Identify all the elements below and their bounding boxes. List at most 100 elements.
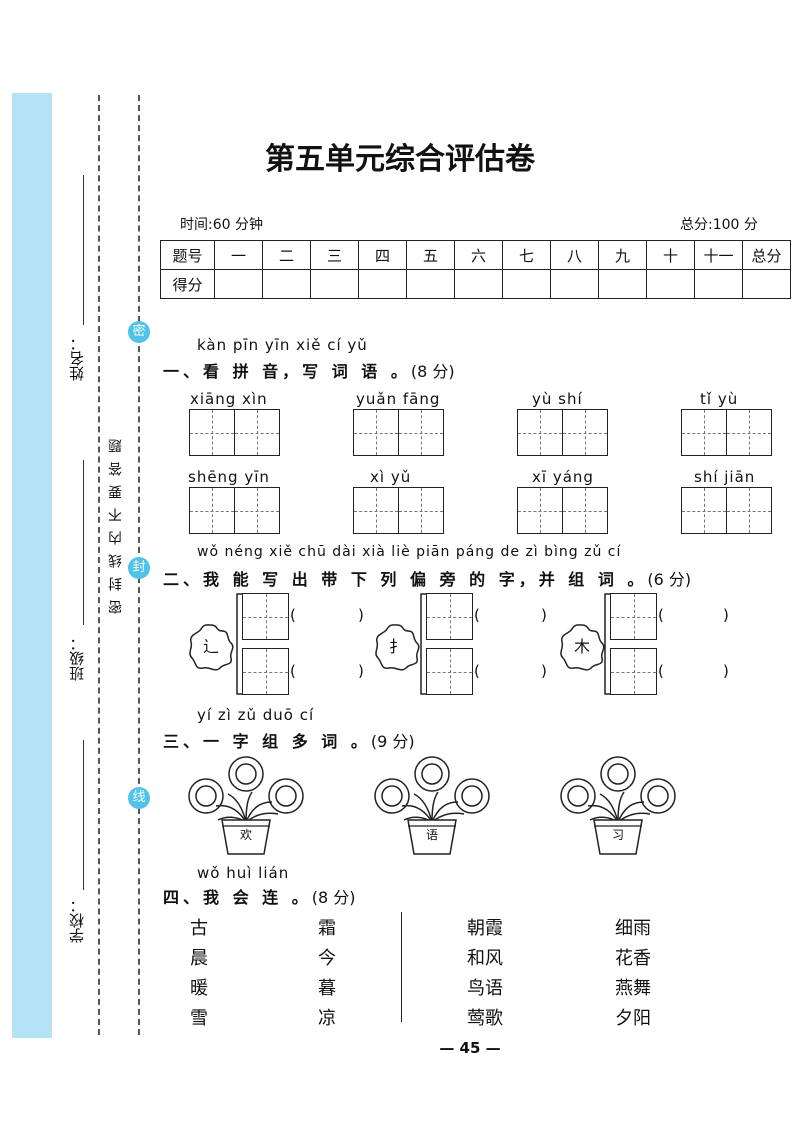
q1-item-pinyin: yuǎn fāng [356, 390, 441, 408]
match-word[interactable]: 晨 [190, 948, 208, 969]
match-word[interactable]: 燕舞 [615, 978, 651, 999]
match-word[interactable]: 暮 [318, 978, 336, 999]
score-input-cell[interactable] [742, 269, 791, 299]
writing-grid[interactable] [681, 409, 772, 456]
score-input-cell[interactable] [598, 269, 647, 299]
match-word[interactable]: 暖 [190, 978, 208, 999]
score-input-cell[interactable] [502, 269, 551, 299]
match-word[interactable]: 夕阳 [615, 1008, 651, 1029]
page-title: 第五单元综合评估卷 [265, 142, 535, 177]
match-word[interactable]: 雪 [190, 1008, 208, 1029]
q4-points: (8 分) [311, 888, 356, 907]
match-word[interactable]: 莺歌 [467, 1008, 503, 1029]
q2-points: (6 分) [647, 570, 692, 589]
name-line [83, 175, 84, 325]
score-header-cell: 六 [454, 240, 503, 270]
brace-icon [236, 593, 243, 695]
writing-grid[interactable] [353, 487, 444, 534]
writing-grid[interactable] [610, 648, 657, 695]
q3-points: (9 分) [370, 732, 415, 751]
writing-grid[interactable] [426, 593, 473, 640]
q1-pinyin: kàn pīn yīn xiě cí yǔ [197, 336, 368, 354]
writing-grid[interactable] [242, 648, 289, 695]
pot-character: 习 [611, 828, 624, 842]
writing-grid[interactable] [242, 593, 289, 640]
writing-grid[interactable] [517, 409, 608, 456]
writing-grid[interactable] [189, 487, 280, 534]
q3-title-text: 三、一 字 组 多 词 。 [163, 732, 371, 751]
score-header-cell: 八 [550, 240, 599, 270]
score-table-header-row: 题号 一 二 三 四 五 六 七 八 九 十 十一 总分 [160, 240, 791, 270]
score-input-cell[interactable] [454, 269, 503, 299]
q2-title: 二、我 能 写 出 带 下 列 偏 旁 的 字，并 组 词 。(6 分) [163, 566, 691, 590]
score-input-cell[interactable] [646, 269, 695, 299]
q1-points: (8 分) [410, 362, 455, 381]
writing-grid[interactable] [353, 409, 444, 456]
score-header-cell: 七 [502, 240, 551, 270]
class-line [83, 460, 84, 625]
writing-grid[interactable] [426, 648, 473, 695]
q1-title: 一、看 拼 音，写 词 语 。(8 分) [163, 358, 455, 382]
writing-grid[interactable] [517, 487, 608, 534]
q3-title: 三、一 字 组 多 词 。(9 分) [163, 728, 415, 752]
radical-badge [189, 624, 234, 671]
flower-pot-illustration [560, 756, 676, 855]
q3-pinyin: yí zì zǔ duō cí [197, 706, 315, 724]
q4-pinyin: wǒ huì lián [197, 864, 290, 882]
name-label: 姓名： [68, 336, 86, 381]
radical-text: 木 [573, 637, 590, 656]
seal-mark-bottom: 线 [128, 787, 150, 809]
writing-grid[interactable] [681, 487, 772, 534]
school-label: 学校： [68, 898, 86, 943]
answer-paren-close: ) [723, 662, 729, 680]
writing-grid[interactable] [610, 593, 657, 640]
match-word[interactable]: 鸟语 [467, 978, 503, 999]
seal-mark-top: 密 [128, 321, 150, 343]
score-header-cell: 十一 [694, 240, 743, 270]
score-input-cell[interactable] [310, 269, 359, 299]
match-word[interactable]: 和风 [467, 948, 503, 969]
score-input-cell[interactable] [358, 269, 407, 299]
q1-title-text: 一、看 拼 音，写 词 语 。 [163, 362, 411, 381]
score-header-cell: 十 [646, 240, 695, 270]
radical-badge [560, 624, 605, 671]
score-row-label: 得分 [160, 269, 215, 299]
writing-grid[interactable] [189, 409, 280, 456]
match-word[interactable]: 古 [190, 918, 208, 939]
match-word[interactable]: 霜 [318, 918, 336, 939]
binding-strip [12, 93, 52, 1038]
score-input-cell[interactable] [406, 269, 455, 299]
score-input-cell[interactable] [694, 269, 743, 299]
brace-icon [420, 593, 427, 695]
class-label: 班级： [68, 636, 86, 681]
answer-paren-open: ( [290, 606, 296, 624]
score-header-cell: 五 [406, 240, 455, 270]
score-input-cell[interactable] [550, 269, 599, 299]
score-header-cell: 九 [598, 240, 647, 270]
q1-item-pinyin: shí jiān [694, 468, 756, 486]
answer-paren-close: ) [541, 606, 547, 624]
q4-title: 四、我 会 连 。(8 分) [163, 884, 355, 908]
q2-pinyin: wǒ néng xiě chū dài xià liè piān páng de… [197, 544, 622, 560]
page-number: — 45 — [439, 1039, 501, 1057]
match-word[interactable]: 花香 [615, 948, 651, 969]
q4-title-text: 四、我 会 连 。 [163, 888, 312, 907]
q1-item-pinyin: xì yǔ [370, 468, 412, 486]
match-word[interactable]: 朝霞 [467, 918, 503, 939]
pot-character: 语 [425, 828, 438, 842]
score-header-cell: 二 [262, 240, 311, 270]
score-header-cell: 总分 [742, 240, 791, 270]
time-limit: 时间:60 分钟 [180, 217, 263, 233]
score-header-cell: 四 [358, 240, 407, 270]
answer-paren-open: ( [474, 606, 480, 624]
match-word[interactable]: 凉 [318, 1008, 336, 1029]
seal-mark-middle: 封 [128, 557, 150, 579]
match-word[interactable]: 今 [318, 948, 336, 969]
score-input-cell[interactable] [262, 269, 311, 299]
answer-paren-open: ( [474, 662, 480, 680]
match-word[interactable]: 细雨 [615, 918, 651, 939]
answer-paren-open: ( [290, 662, 296, 680]
seal-note: 密封线内不要答题 [108, 430, 124, 614]
score-input-cell[interactable] [214, 269, 263, 299]
score-table: 题号 一 二 三 四 五 六 七 八 九 十 十一 总分 得分 [160, 240, 791, 299]
